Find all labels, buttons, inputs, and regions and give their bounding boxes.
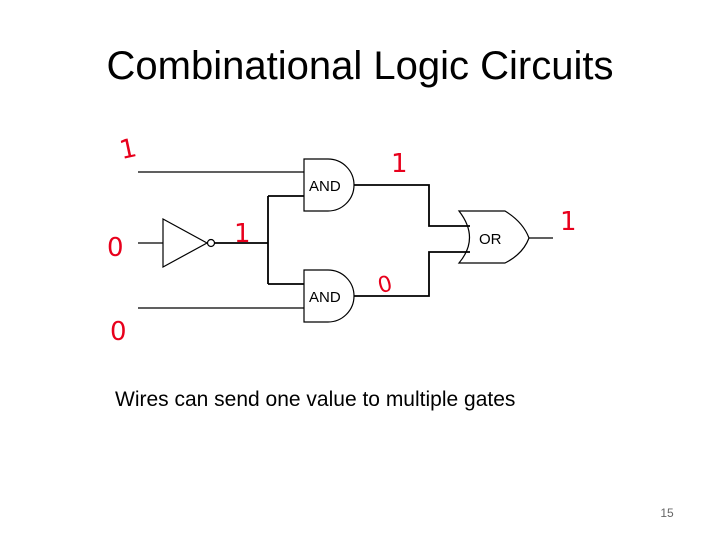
not-gate	[162, 217, 209, 269]
annotation-and-bottom-output: 0	[375, 271, 395, 299]
page-number: 15	[660, 506, 674, 520]
and-gate-top-label: AND	[309, 178, 341, 195]
and-gate-top	[303, 158, 355, 212]
wire-and-top-output	[354, 184, 470, 227]
wire-and-bottom-output	[354, 251, 470, 297]
or-gate	[457, 210, 530, 264]
annotation-input-c: 0	[110, 317, 127, 347]
and-gate-bottom-label: AND	[309, 289, 341, 306]
annotation-not-output: 1	[234, 219, 251, 249]
annotation-input-b: 0	[107, 233, 124, 263]
not-gate-bubble	[206, 238, 216, 248]
slide-title: Combinational Logic Circuits	[106, 44, 614, 88]
annotation-or-output: 1	[560, 207, 577, 237]
or-gate-label: OR	[479, 231, 502, 248]
annotation-input-a: 1	[117, 133, 139, 166]
annotation-and-top-output: 1	[391, 149, 408, 179]
slide-caption: Wires can send one value to multiple gat…	[115, 388, 516, 411]
and-gate-bottom	[303, 269, 355, 323]
